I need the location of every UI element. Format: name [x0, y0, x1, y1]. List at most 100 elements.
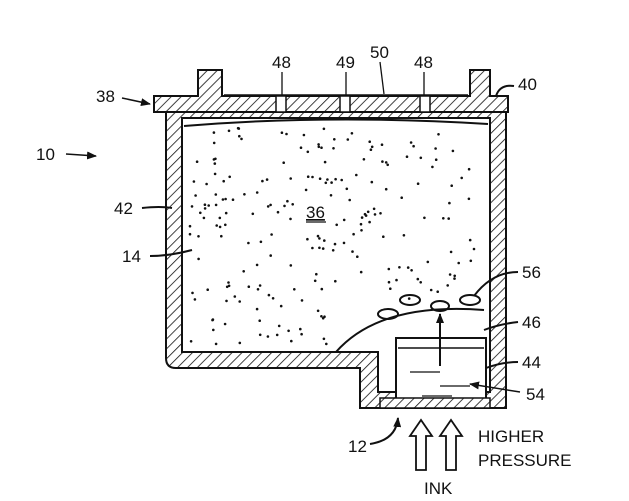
foam-dot [240, 137, 243, 141]
leader-50 [379, 61, 385, 95]
foam-dot [412, 144, 415, 148]
label-38: 38 [96, 87, 115, 106]
foam-dot [302, 133, 306, 137]
foam-top-edge [183, 118, 489, 127]
foam-dot [212, 141, 216, 145]
foam-dot [227, 281, 230, 284]
foam-dot [468, 238, 472, 242]
foam-dot [313, 279, 317, 283]
foam-dot [318, 177, 322, 180]
foam-dot [330, 181, 333, 184]
foam-dot [286, 199, 289, 203]
foam-dot [238, 134, 241, 138]
foam-dot [342, 241, 346, 245]
foam-dot [269, 254, 273, 257]
foam-dot [251, 212, 255, 216]
foam-dot [189, 340, 193, 343]
foam-dot [453, 277, 456, 280]
lid [153, 69, 509, 113]
leader-12 [369, 417, 402, 445]
foam-dot [446, 284, 450, 287]
filter [379, 397, 491, 409]
foam-dot [259, 240, 263, 244]
foam-dot [409, 141, 413, 144]
foam-dot [279, 304, 283, 308]
foam-dot [352, 232, 355, 236]
foam-dot [255, 263, 259, 267]
foam-dot [211, 318, 214, 322]
foam-dot [442, 217, 445, 220]
foam-dot [197, 235, 200, 238]
foam-dot [291, 203, 295, 206]
foam-dot [350, 132, 354, 135]
foam-dot [255, 307, 259, 311]
foam-dot [416, 182, 420, 185]
foam-dot [368, 220, 371, 224]
foam-dot [214, 203, 218, 207]
foam-dot [380, 143, 384, 146]
foam-dot [447, 217, 451, 220]
foam-dot [247, 285, 251, 289]
foam-dot [311, 246, 314, 250]
foam-dot [467, 167, 471, 171]
vent-48-right [419, 95, 431, 113]
foam-dot [193, 298, 197, 301]
foam-dot [224, 197, 227, 201]
foam-dot [255, 191, 259, 194]
foam-dot [332, 147, 335, 150]
leader-46 [483, 321, 519, 331]
foam-dot [406, 266, 410, 269]
label-pressure: PRESSURE [478, 451, 572, 470]
foam-dot [318, 237, 321, 240]
foam-dot [271, 297, 275, 300]
foam-dot [266, 335, 270, 338]
foam-dot [192, 180, 196, 183]
foam-dot [366, 210, 370, 214]
foam-dot [224, 223, 227, 227]
foam-dot [410, 269, 413, 272]
label-42: 42 [114, 199, 133, 218]
foam-dot [306, 175, 310, 178]
foam-dot [398, 266, 401, 269]
foam-dot [333, 242, 337, 246]
bubble [430, 300, 450, 312]
foam-dot [289, 217, 292, 221]
foam-dot [346, 138, 350, 141]
bubble [399, 294, 421, 306]
leader-54 [469, 381, 521, 393]
label-14: 14 [122, 247, 141, 266]
foam-dot [434, 147, 437, 150]
foam-dot [280, 131, 284, 134]
label-48-left: 48 [272, 53, 291, 72]
foam-dot [326, 178, 329, 181]
foam-dot [300, 299, 304, 302]
foam-dot [266, 205, 270, 208]
foam-dot [402, 234, 406, 237]
foam-dot [335, 223, 339, 227]
foam-dot [372, 207, 376, 211]
foam-dot [316, 234, 320, 238]
foam-dot [289, 177, 293, 180]
foam-dot [448, 273, 452, 276]
foam-dot [304, 188, 308, 192]
foam-dot [329, 194, 333, 197]
foam-dot [221, 198, 225, 201]
foam-dot [389, 287, 392, 291]
foam-dot [469, 259, 473, 263]
foam-dot [214, 193, 218, 196]
leader-42 [141, 206, 173, 209]
foam-dot [321, 247, 325, 250]
foam-dot [293, 288, 296, 291]
foam-dot [450, 184, 454, 187]
foam-dot [351, 250, 354, 253]
foam-dot [345, 187, 349, 191]
foam-dot [324, 181, 328, 185]
foam-dot [362, 158, 366, 161]
foam-dot [373, 213, 377, 216]
foam-dot [317, 145, 321, 149]
foam-dot [318, 246, 321, 250]
foam-dot [348, 198, 352, 202]
foam-dot [457, 261, 461, 265]
foam-dot [214, 342, 218, 346]
